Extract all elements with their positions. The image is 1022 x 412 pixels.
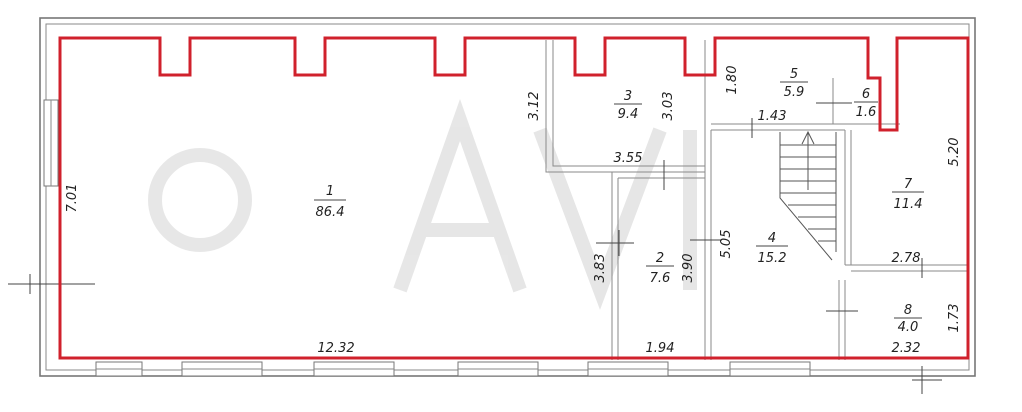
room-3-area: 9.4	[618, 107, 639, 122]
dim-room7-height: 5.20	[947, 138, 962, 167]
room-3-number: 3	[624, 89, 632, 104]
windows	[43, 99, 811, 377]
room-4-area: 15.2	[758, 251, 787, 266]
dim-room7-width: 2.78	[892, 251, 921, 266]
room-7-area: 11.4	[894, 197, 923, 212]
dim-room1-width: 12.32	[317, 341, 354, 356]
room-1-number: 1	[326, 184, 334, 199]
room-5-number: 5	[790, 67, 798, 82]
outer-walls	[39, 17, 976, 377]
dim-room8-width: 2.32	[892, 341, 921, 356]
room-8-area: 4.0	[898, 320, 919, 335]
interior-walls	[545, 40, 968, 360]
door-marks	[8, 102, 942, 394]
dim-room3-height-left: 3.12	[527, 92, 542, 121]
dim-room2-height-left: 3.83	[593, 254, 608, 283]
dim-room4-height: 5.05	[719, 230, 734, 259]
room-8-number: 8	[904, 303, 912, 318]
dim-room5-width: 1.43	[758, 109, 787, 124]
dim-room1-height: 7.01	[65, 184, 80, 213]
dim-room2-height-right: 3.90	[681, 254, 696, 283]
staircase	[779, 130, 837, 261]
room-2-number: 2	[656, 251, 664, 266]
room-1-area: 86.4	[316, 205, 345, 220]
dim-room8-height: 1.73	[947, 304, 962, 333]
dim-room3-width: 3.55	[614, 151, 643, 166]
dim-room2-width: 1.94	[646, 341, 675, 356]
premises-outline	[58, 36, 970, 360]
dim-room5-height: 1.80	[725, 66, 740, 95]
room-7-number: 7	[904, 177, 913, 192]
room-6-number: 6	[862, 87, 870, 102]
dimension-labels: 12.32 7.01 1.94 3.83 3.90 3.55 3.12 3.03…	[65, 66, 962, 356]
room-labels: 1 86.4 2 7.6 3 9.4 4 15.2 5 5.9 6 1.6 7 …	[314, 67, 924, 335]
room-5-area: 5.9	[784, 85, 805, 100]
room-6-area: 1.6	[856, 105, 877, 120]
room-2-area: 7.6	[650, 271, 671, 286]
dim-room3-height-right: 3.03	[661, 92, 676, 121]
watermark	[148, 98, 697, 310]
room-4-number: 4	[768, 231, 776, 246]
